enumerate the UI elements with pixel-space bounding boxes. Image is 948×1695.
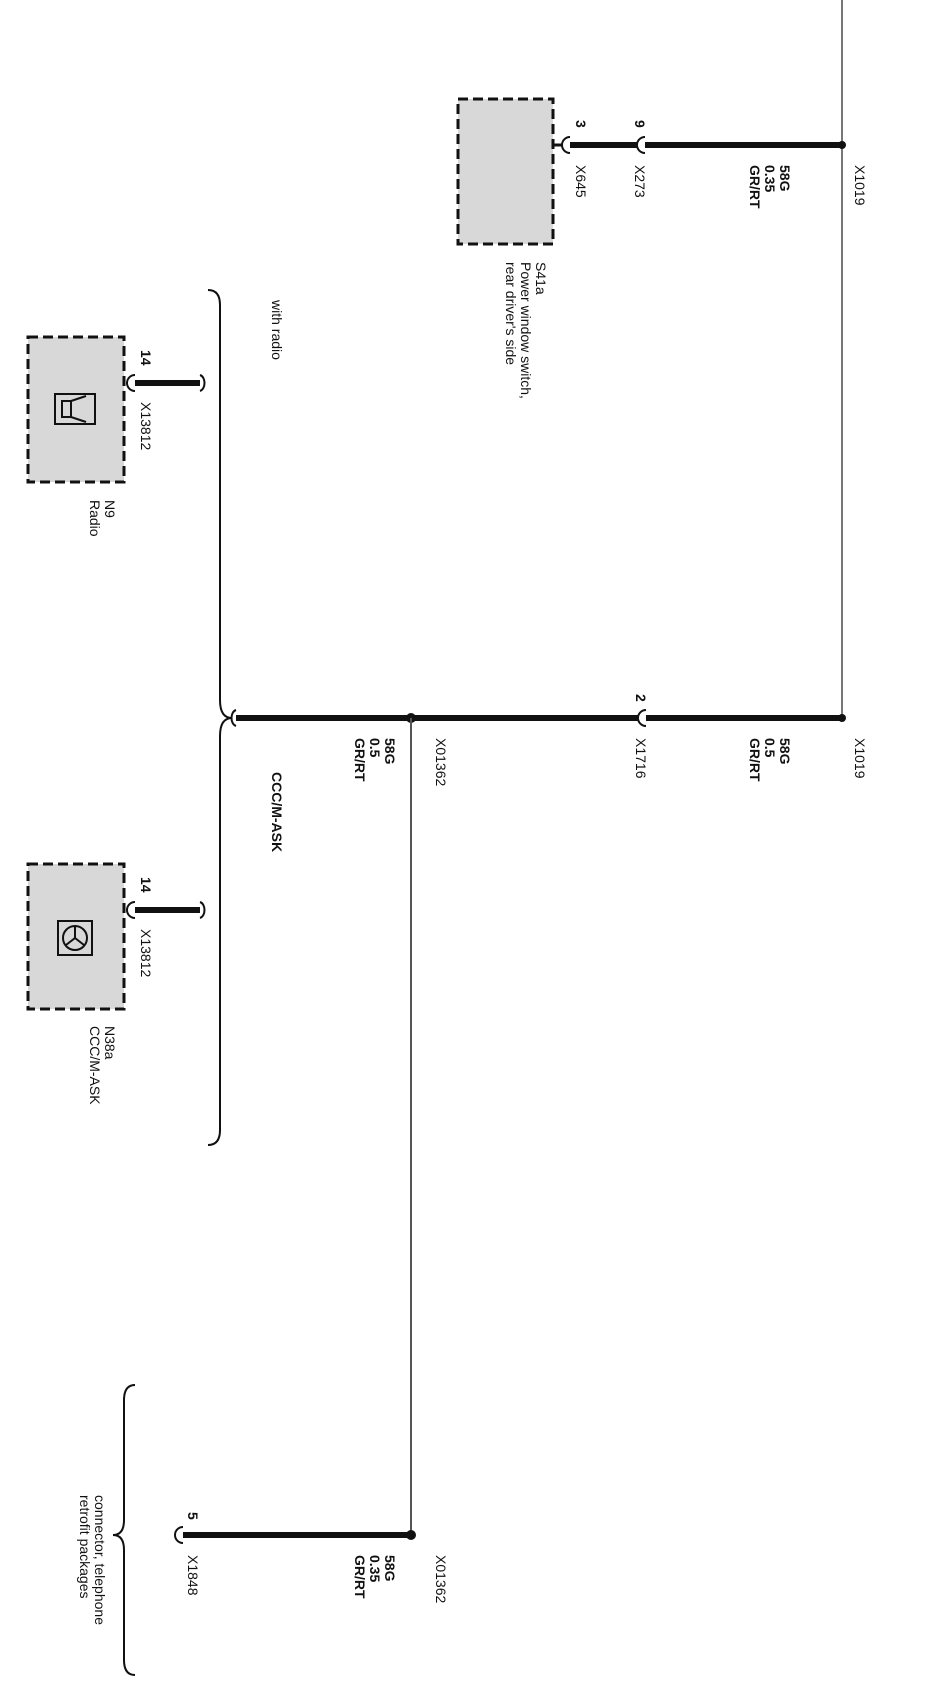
component-id-n9: N9: [102, 500, 118, 518]
component-desc-n9: Radio: [87, 500, 103, 537]
wire-end-hook-ccc: [199, 901, 206, 919]
pin-label-x13812-ccc: 14: [138, 877, 154, 893]
wire-code-splice-lower: 58G: [382, 1555, 398, 1582]
pin-label-x1716: 2: [633, 694, 649, 702]
speaker-icon: [54, 393, 96, 425]
connector-symbol-x1716: [637, 709, 647, 727]
connector-label-x645: X645: [573, 165, 589, 198]
connector-symbol-x273: [636, 136, 646, 154]
connector-label-x1848: X1848: [185, 1555, 201, 1596]
pin-label-x273: 9: [632, 120, 648, 128]
option-label-with-radio: with radio: [269, 299, 285, 360]
connector-symbol-x645: [561, 136, 571, 154]
option-label-telephone-line1: connector, telephone: [92, 1495, 108, 1625]
component-box-s41a: [456, 97, 555, 246]
component-id-n38a: N38a: [102, 1026, 118, 1060]
wire-code-splice-upper: 58G: [382, 738, 398, 765]
option-brace-telephone: [112, 1384, 136, 1676]
connector-label-x01362-lower: X01362: [433, 1555, 449, 1603]
connector-label-x01362-upper: X01362: [433, 738, 449, 786]
wire-code-mid: 58G: [777, 738, 793, 765]
connector-symbol-x13812-radio: [126, 374, 136, 392]
connector-label-x13812-ccc: X13812: [138, 929, 154, 977]
component-id-s41a: S41a: [533, 262, 549, 295]
component-desc-n38a: CCC/M-ASK: [87, 1026, 103, 1105]
wire-end-hook-upper: [230, 709, 237, 727]
option-label-ccc: CCC/M-ASK: [269, 772, 285, 852]
connector-label-x273: X273: [632, 165, 648, 198]
wire-color-splice-lower: GR/RT: [352, 1555, 368, 1599]
connector-label-x13812-radio: X13812: [138, 402, 154, 450]
connector-label-x1019-mid: X1019: [852, 738, 868, 779]
navigation-icon: [57, 920, 93, 956]
wire-size-splice-lower: 0.35: [367, 1555, 383, 1582]
pin-label-x1848: 5: [185, 1512, 201, 1520]
option-label-telephone-line2: retrofit packages: [77, 1495, 93, 1599]
option-brace-radio-ccc: [207, 289, 233, 1146]
wire-end-hook-radio: [199, 374, 206, 392]
wire-size-splice-upper: 0.5: [367, 738, 383, 758]
component-box-n9: [26, 335, 126, 484]
connector-label-x1716: X1716: [633, 738, 649, 779]
connector-label-x1019-top: X1019: [852, 165, 868, 206]
pin-label-x13812-radio: 14: [138, 350, 154, 366]
wire-size-top: 0.35: [762, 165, 778, 192]
wire-code-top: 58G: [777, 165, 793, 192]
connector-symbol-x1848: [174, 1526, 184, 1544]
component-desc-s41a-line2: rear driver's side: [503, 262, 519, 365]
component-desc-s41a-line1: Power window switch,: [518, 262, 534, 399]
wire-color-top: GR/RT: [747, 165, 763, 209]
wire-color-mid: GR/RT: [747, 738, 763, 782]
wire-size-mid: 0.5: [762, 738, 778, 758]
pin-label-x645: 3: [573, 120, 589, 128]
wire-color-splice-upper: GR/RT: [352, 738, 368, 782]
connector-symbol-x13812-ccc: [126, 901, 136, 919]
